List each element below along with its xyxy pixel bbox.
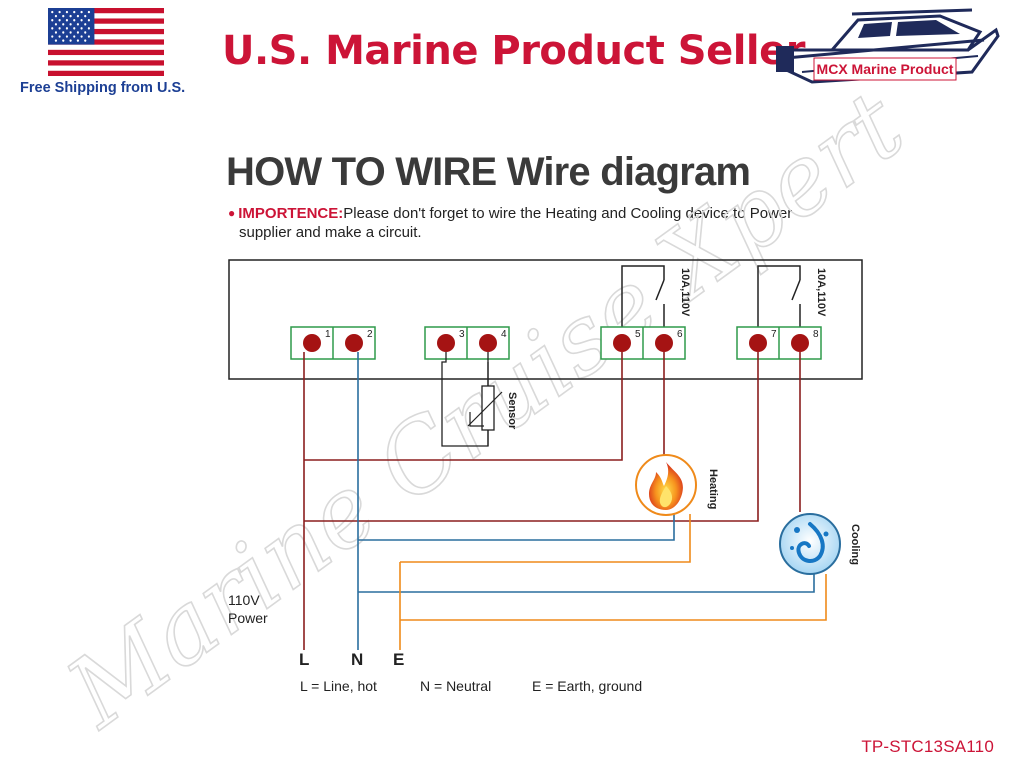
boat-logo-icon: MCX Marine Product — [776, 8, 1000, 84]
earth-wires — [399, 514, 827, 650]
terminal-label-4: 4 — [501, 329, 507, 340]
neutral-wires — [357, 352, 815, 650]
us-flag-icon — [48, 8, 164, 76]
terminal-label-8: 8 — [813, 329, 819, 340]
seller-title: U.S. Marine Product Seller — [222, 28, 805, 74]
importance-note: ●IMPORTENCE:Please don't forget to wire … — [228, 204, 878, 242]
legend-earth: E = Earth, ground — [532, 678, 642, 694]
relay-rating-1: 10A,110V — [679, 268, 691, 317]
relay-rating-2: 10A,110V — [815, 268, 827, 317]
terminal-label-1: 1 — [325, 329, 331, 340]
cooling-device-icon — [779, 513, 841, 575]
terminal-label-3: 3 — [459, 329, 465, 340]
sensor-label: Sensor — [506, 392, 518, 430]
free-shipping-label: Free Shipping from U.S. — [20, 80, 186, 96]
wire-label-n: N — [351, 650, 363, 669]
terminal-label-2: 2 — [367, 329, 373, 340]
relay-1 — [621, 265, 665, 327]
power-voltage-label: 110V — [228, 592, 260, 608]
sensor — [441, 352, 503, 447]
cooling-label: Cooling — [849, 524, 861, 565]
power-label: Power — [228, 610, 268, 626]
heating-device-icon — [635, 454, 697, 516]
wire-label-l: L — [299, 650, 309, 669]
controller-box — [228, 259, 863, 380]
importance-note-line1: ●IMPORTENCE:Please don't forget to wire … — [228, 204, 878, 223]
importance-text-1: Please don't forget to wire the Heating … — [343, 205, 793, 222]
line-wires — [303, 352, 801, 650]
terminal-label-7: 7 — [771, 329, 777, 340]
terminal-block-5-6 — [600, 326, 686, 360]
legend-neutral: N = Neutral — [420, 678, 491, 694]
wire-label-e: E — [393, 650, 404, 669]
importance-lead: IMPORTENCE: — [238, 205, 344, 222]
heating-label: Heating — [707, 469, 719, 509]
terminal-label-5: 5 — [635, 329, 641, 340]
part-number: TP-STC13SA110 — [861, 737, 994, 756]
terminal-block-7-8 — [736, 326, 822, 360]
logo-text: MCX Marine Product — [817, 61, 954, 77]
importance-text-2: supplier and make a circuit. — [239, 224, 422, 241]
legend-line: L = Line, hot — [300, 678, 377, 694]
terminal-label-6: 6 — [677, 329, 683, 340]
terminal-block-1-2 — [290, 326, 376, 360]
bullet-icon: ● — [228, 206, 236, 220]
terminal-block-3-4 — [424, 326, 510, 360]
diagram-title: HOW TO WIRE Wire diagram — [226, 150, 751, 194]
relay-2 — [757, 265, 801, 327]
